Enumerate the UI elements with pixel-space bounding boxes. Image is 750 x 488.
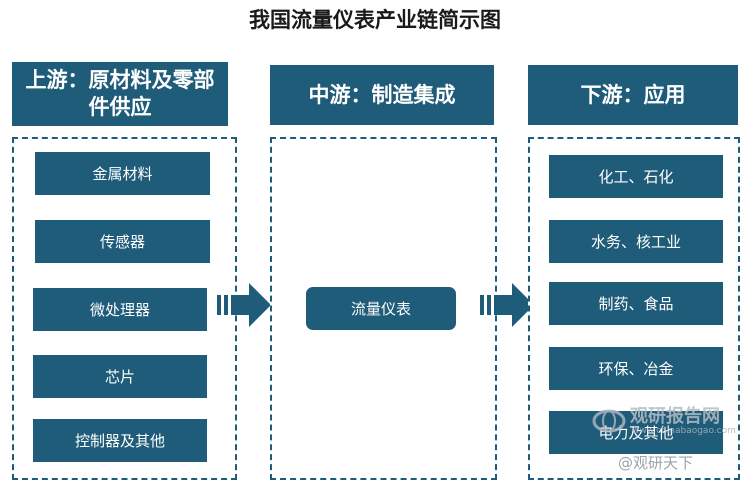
downstream-item-chemical: 化工、石化 xyxy=(549,155,723,198)
downstream-item-environment: 环保、冶金 xyxy=(549,347,723,390)
arrow-head xyxy=(231,283,271,327)
upstream-item-sensor: 传感器 xyxy=(35,220,210,263)
downstream-item-water: 水务、核工业 xyxy=(549,220,723,263)
upstream-item-chip: 芯片 xyxy=(33,355,207,398)
watermark-brand: 观研报告网 xyxy=(630,406,720,427)
upstream-item-controller: 控制器及其他 xyxy=(33,419,207,462)
flow-arrow-upstream-to-midstream xyxy=(217,283,271,327)
downstream-item-pharma: 制药、食品 xyxy=(549,282,723,325)
downstream-header: 下游：应用 xyxy=(528,65,738,125)
arrow-stripe xyxy=(217,295,221,315)
watermark-logo: 观研报告网 www.chinabaogao.com xyxy=(592,402,742,442)
arrow-stripe xyxy=(224,295,228,315)
upstream-item-microprocessor: 微处理器 xyxy=(33,288,207,331)
watermark-globe-icon xyxy=(592,409,626,433)
arrow-stripe xyxy=(480,295,484,315)
upstream-header: 上游：原材料及零部件供应 xyxy=(12,62,228,126)
midstream-item-flowmeter: 流量仪表 xyxy=(306,287,456,330)
midstream-header: 中游：制造集成 xyxy=(270,65,494,125)
flow-arrow-midstream-to-downstream xyxy=(480,283,534,327)
watermark-footer: @观研天下 xyxy=(618,452,693,473)
watermark-footer-text: @观研天下 xyxy=(618,454,694,472)
diagram-title: 我国流量仪表产业链简示图 xyxy=(249,7,501,32)
arrow-stripe xyxy=(487,295,491,315)
watermark-url: www.chinabaogao.com xyxy=(632,426,736,436)
upstream-item-metal: 金属材料 xyxy=(35,152,210,195)
arrow-head xyxy=(494,283,534,327)
